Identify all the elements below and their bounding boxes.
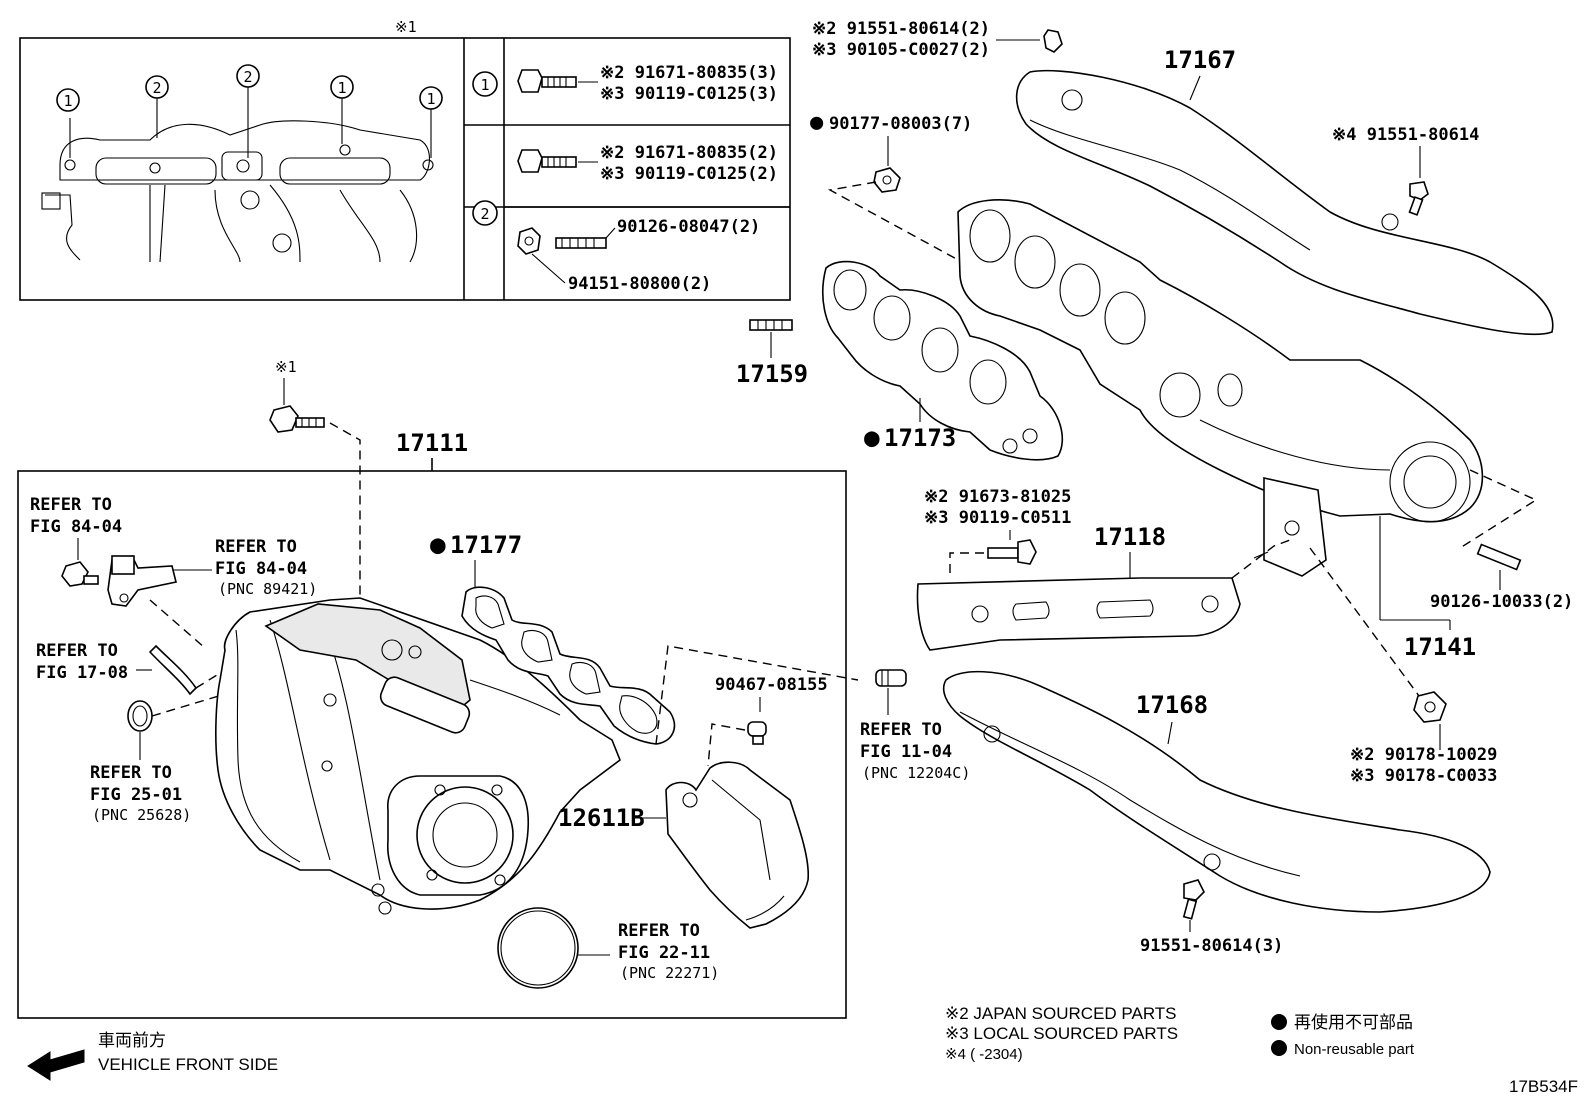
clip-90467-icon — [747, 721, 767, 745]
row2-line2: ※3 90119-C0125(2) — [600, 164, 778, 184]
label-17173-dot: ● — [864, 423, 880, 453]
refer-fig17-line1: REFER TO — [36, 641, 118, 661]
refer-fig25-line3: (PNC 25628) — [92, 806, 191, 824]
intake-box: 17111 — [17, 429, 847, 1019]
detail-title: ※1 — [395, 18, 417, 36]
detail-callout-5: 1 — [426, 90, 435, 108]
refer-fig11-line3: (PNC 12204C) — [862, 764, 970, 782]
label-17173: 17173 — [884, 424, 956, 452]
label-17167: 17167 — [1164, 46, 1236, 74]
bolt-sx1-icon — [269, 405, 325, 433]
intake-manifold-icon — [215, 597, 621, 915]
row2-bolt-icon — [517, 149, 577, 173]
legend-nonreuse-en: Non-reusable part — [1294, 1041, 1415, 1058]
label-17141: 17141 — [1404, 633, 1476, 661]
sensor-bolt-icon — [61, 561, 99, 587]
hose-icon — [148, 644, 198, 696]
legend-sx3: ※3 LOCAL SOURCED PARTS — [945, 1024, 1178, 1043]
row1-circle: 1 — [480, 76, 489, 94]
detail-callout-1: 1 — [63, 92, 72, 110]
figure-code: 17B534F — [1509, 1077, 1578, 1096]
legend-dot-jp — [1271, 1014, 1287, 1030]
label-17111: 17111 — [396, 429, 468, 457]
refer-fig84-b-line3: (PNC 89421) — [218, 580, 317, 598]
label-17177-dot: ● — [430, 530, 446, 560]
gasket-17177-icon — [461, 586, 676, 745]
row2-circle: 2 — [480, 205, 489, 223]
refer-fig25-line2: FIG 25-01 — [90, 785, 182, 805]
exhaust-manifold-17141-icon — [957, 199, 1484, 577]
detail-box: ※1 1 2 — [19, 18, 791, 301]
refer-fig84-a-line2: FIG 84-04 — [30, 517, 122, 537]
detail-callout-3: 2 — [243, 68, 252, 86]
label-17159: 17159 — [736, 360, 808, 388]
gasket-17173-icon — [822, 260, 1064, 461]
cover-12611B-icon — [665, 761, 810, 929]
refer-fig22-line2: FIG 22-11 — [618, 943, 710, 963]
row3-nut-icon — [517, 227, 541, 255]
refer-fig84-a-line1: REFER TO — [30, 495, 112, 515]
stud-90126-10033-icon — [1476, 543, 1522, 571]
plug-12204C-icon — [875, 669, 907, 687]
detail-manifold-sketch — [41, 85, 434, 263]
insulator-17168-icon — [942, 670, 1491, 913]
detail-callout-2: 2 — [152, 79, 161, 97]
legend-sx4: ※4 ( -2304) — [945, 1046, 1023, 1063]
label-90178-line1: ※2 90178-10029 — [1350, 745, 1497, 765]
label-bolt-sx1: ※1 — [275, 358, 297, 376]
refer-fig22-line3: (PNC 22271) — [620, 964, 719, 982]
label-12611B: 12611B — [558, 804, 645, 832]
bolt-bottom-icon — [1182, 879, 1205, 920]
label-17168: 17168 — [1136, 691, 1208, 719]
refer-fig11-line1: REFER TO — [860, 720, 942, 740]
refer-fig84-b-line2: FIG 84-04 — [215, 559, 307, 579]
row1-bolt-icon — [517, 69, 577, 93]
refer-fig11-line2: FIG 11-04 — [860, 742, 952, 762]
label-top-bolt-line2: ※3 90105-C0027(2) — [812, 40, 990, 60]
legend-dot-en — [1271, 1040, 1287, 1056]
vehicle-front-arrow-icon — [27, 1049, 85, 1081]
detail-callouts: 1 2 2 1 1 — [56, 64, 443, 112]
row1-line1: ※2 91671-80835(3) — [600, 63, 778, 83]
label-90177: 90177-08003(7) — [829, 114, 972, 134]
refer-fig17-line2: FIG 17-08 — [36, 663, 128, 683]
label-90126-10033: 90126-10033(2) — [1430, 592, 1573, 612]
refer-fig84-b-line1: REFER TO — [215, 537, 297, 557]
label-90178-line2: ※3 90178-C0033 — [1350, 766, 1497, 786]
gasket-22271-icon — [497, 907, 579, 989]
refer-fig22-line1: REFER TO — [618, 921, 700, 941]
row3-nut-label: 94151-80800(2) — [568, 274, 711, 294]
direction-jp: 車両前方 — [98, 1031, 166, 1050]
top-bolt-icon — [1043, 29, 1063, 53]
label-17177: 17177 — [450, 531, 522, 559]
detail-callout-4: 1 — [337, 79, 346, 97]
legend-sx2: ※2 JAPAN SOURCED PARTS — [945, 1004, 1177, 1023]
map-sensor-icon — [107, 555, 177, 607]
row2-line1: ※2 91671-80835(2) — [600, 143, 778, 163]
bolt-sx4-icon — [1408, 181, 1429, 216]
stud-17159-icon — [749, 319, 793, 331]
nut-90178-icon — [1413, 691, 1447, 723]
legend-nonreuse-jp: 再使用不可部品 — [1294, 1012, 1413, 1032]
label-90177-dot: ● — [810, 110, 824, 135]
legend: ※2 JAPAN SOURCED PARTS ※3 LOCAL SOURCED … — [945, 1004, 1415, 1063]
direction-en: VEHICLE FRONT SIDE — [98, 1055, 278, 1074]
label-17118-bolt-line1: ※2 91673-81025 — [924, 487, 1071, 507]
label-bolt-sx4: ※4 91551-80614 — [1332, 125, 1479, 145]
insulator-17167-icon — [1015, 69, 1554, 336]
label-17118: 17118 — [1094, 523, 1166, 551]
label-17118-bolt-line2: ※3 90119-C0511 — [924, 508, 1071, 528]
label-top-bolt-line1: ※2 91551-80614(2) — [812, 19, 990, 39]
row3-stud-icon — [555, 237, 607, 249]
oring-25628-icon — [127, 700, 153, 732]
refer-fig25-line1: REFER TO — [90, 763, 172, 783]
bracket-17118-icon — [916, 577, 1241, 651]
label-bolt-bottom: 91551-80614(3) — [1140, 936, 1283, 956]
nut-90177-icon — [873, 167, 901, 193]
row1-line2: ※3 90119-C0125(3) — [600, 84, 778, 104]
bolt-17118-icon — [987, 539, 1037, 565]
row3-stud-label: 90126-08047(2) — [617, 217, 760, 237]
label-90467: 90467-08155 — [715, 675, 828, 695]
